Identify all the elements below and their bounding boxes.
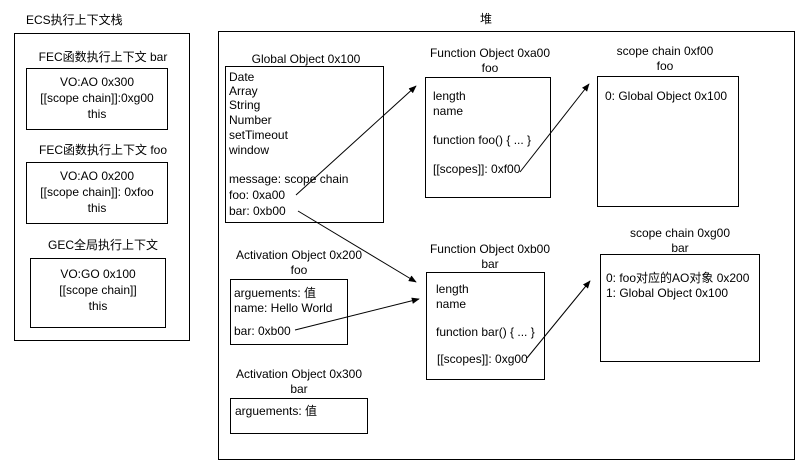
activation-bar-box: arguements: 值 xyxy=(230,398,368,434)
gec-box: VO:GO 0x100 [[scope chain]] this xyxy=(30,258,166,328)
ecs-title: ECS执行上下文栈 xyxy=(26,13,123,27)
global-object-date: Date xyxy=(229,70,255,84)
function-foo-box: length name function foo() { ... } [[sco… xyxy=(425,77,551,198)
function-foo-length: length xyxy=(433,89,466,103)
global-object-foo: foo: 0xa00 xyxy=(229,188,286,202)
fec-foo-this: this xyxy=(87,201,107,215)
scope-chain-f00-title: scope chain 0xf00 xyxy=(616,44,714,58)
scope-chain-f00-subtitle: foo xyxy=(656,59,674,73)
activation-foo-title: Activation Object 0x200 xyxy=(235,248,363,262)
function-bar-code: function bar() { ... } xyxy=(436,325,535,339)
activation-bar-arguments: arguements: 值 xyxy=(235,404,318,418)
activation-foo-subtitle: foo xyxy=(290,263,308,277)
global-object-array: Array xyxy=(229,84,258,98)
fec-foo-vo: VO:AO 0x200 xyxy=(59,169,135,183)
scope-chain-g00-subtitle: bar xyxy=(671,241,689,255)
scope-chain-g00-item-1: 1: Global Object 0x100 xyxy=(606,286,729,300)
scope-chain-f00-item-0: 0: Global Object 0x100 xyxy=(605,89,728,103)
function-foo-title: Function Object 0xa00 xyxy=(429,46,551,60)
fec-foo-scope-chain: [[scope chain]]: 0xfoo xyxy=(40,185,154,199)
global-object-number: Number xyxy=(229,113,272,127)
scope-chain-f00-box: 0: Global Object 0x100 xyxy=(597,76,739,207)
global-object-settimeout: setTimeout xyxy=(229,128,288,142)
scope-chain-g00-title: scope chain 0xg00 xyxy=(629,226,731,240)
activation-foo-arguments: arguements: 值 xyxy=(234,286,317,300)
scope-chain-g00-box: 0: foo对应的AO对象 0x200 1: Global Object 0x1… xyxy=(600,254,760,362)
activation-bar-title: Activation Object 0x300 xyxy=(235,367,363,381)
gec-title: GEC全局执行上下文 xyxy=(47,238,158,252)
function-foo-name: name xyxy=(433,104,464,118)
gec-vo: VO:GO 0x100 xyxy=(60,267,136,281)
fec-bar-box: VO:AO 0x300 [[scope chain]]:0xg00 this xyxy=(26,68,168,130)
fec-foo-title: FEC函数执行上下文 foo xyxy=(38,143,168,157)
function-bar-box: length name function bar() { ... } [[sco… xyxy=(426,272,545,380)
fec-bar-title: FEC函数执行上下文 bar xyxy=(38,50,168,64)
global-object-bar: bar: 0xb00 xyxy=(229,204,286,218)
function-bar-length: length xyxy=(436,282,469,296)
global-object-message: message: scope chain xyxy=(229,172,349,186)
fec-foo-box: VO:AO 0x200 [[scope chain]]: 0xfoo this xyxy=(26,162,168,224)
fec-bar-vo: VO:AO 0x300 xyxy=(59,75,135,89)
global-object-string: String xyxy=(229,98,261,112)
fec-bar-scope-chain: [[scope chain]]:0xg00 xyxy=(40,91,154,105)
function-foo-scopes: [[scopes]]: 0xf00 xyxy=(433,162,521,176)
scope-chain-g00-item-0: 0: foo对应的AO对象 0x200 xyxy=(606,271,750,285)
global-object-title: Global Object 0x100 xyxy=(251,52,361,66)
function-foo-subtitle: foo xyxy=(481,61,499,75)
global-object-box: Date Array String Number setTimeout wind… xyxy=(225,66,384,223)
function-bar-subtitle: bar xyxy=(481,257,499,271)
activation-bar-subtitle: bar xyxy=(290,382,308,396)
function-bar-scopes: [[scopes]]: 0xg00 xyxy=(437,352,528,366)
activation-foo-box: arguements: 值 name: Hello World bar: 0xb… xyxy=(230,279,348,345)
global-object-window: window xyxy=(229,143,270,157)
fec-bar-this: this xyxy=(87,107,107,121)
function-foo-code: function foo() { ... } xyxy=(433,133,532,147)
activation-foo-bar: bar: 0xb00 xyxy=(234,324,291,338)
activation-foo-name: name: Hello World xyxy=(234,301,333,315)
heap-title: 堆 xyxy=(480,12,493,26)
function-bar-title: Function Object 0xb00 xyxy=(429,242,551,256)
function-bar-name: name xyxy=(436,297,467,311)
gec-scope-chain: [[scope chain]] xyxy=(59,283,137,297)
gec-this: this xyxy=(88,299,108,313)
